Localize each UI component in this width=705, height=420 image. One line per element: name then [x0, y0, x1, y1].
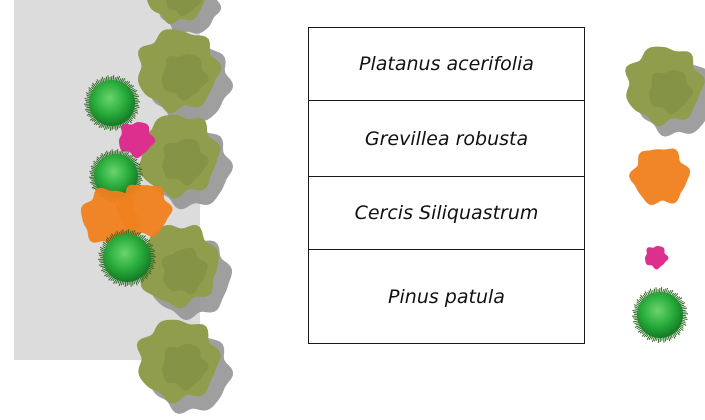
- legend-row: Pinus patula: [308, 249, 585, 344]
- platanus-canopy-icon: [147, 0, 222, 35]
- platanus-canopy-icon: [134, 225, 232, 321]
- legend-label-platanus: Platanus acerifolia: [308, 27, 585, 101]
- platanus-canopy-icon: [136, 319, 233, 414]
- legend-row: Cercis Siliquastrum: [308, 176, 585, 250]
- platanus-canopy-icon: [138, 29, 234, 123]
- legend-label-pinus: Pinus patula: [308, 249, 585, 344]
- legend-row: Grevillea robusta: [308, 100, 585, 177]
- legend-label-cercis: Cercis Siliquastrum: [308, 176, 585, 250]
- cercis-canopy-icon: [645, 246, 669, 270]
- legend-label-grevillea: Grevillea robusta: [308, 100, 585, 177]
- pinus-canopy-icon: [83, 75, 141, 131]
- cercis-canopy-icon: [119, 122, 156, 159]
- pinus-canopy-icon: [631, 287, 689, 343]
- strip-planting: [80, 75, 173, 287]
- grevillea-canopy-icon: [115, 184, 173, 237]
- legend-row: Platanus acerifolia: [308, 27, 585, 101]
- platanus-canopy-icon: [625, 46, 705, 137]
- platanus-row: [134, 0, 234, 414]
- platanus-canopy-icon: [136, 114, 233, 210]
- legend-table: Platanus acerifolia Grevillea robusta Ce…: [308, 27, 585, 344]
- legend-symbols: [625, 46, 705, 343]
- pinus-canopy-icon: [97, 229, 157, 287]
- grevillea-canopy-icon: [629, 148, 691, 205]
